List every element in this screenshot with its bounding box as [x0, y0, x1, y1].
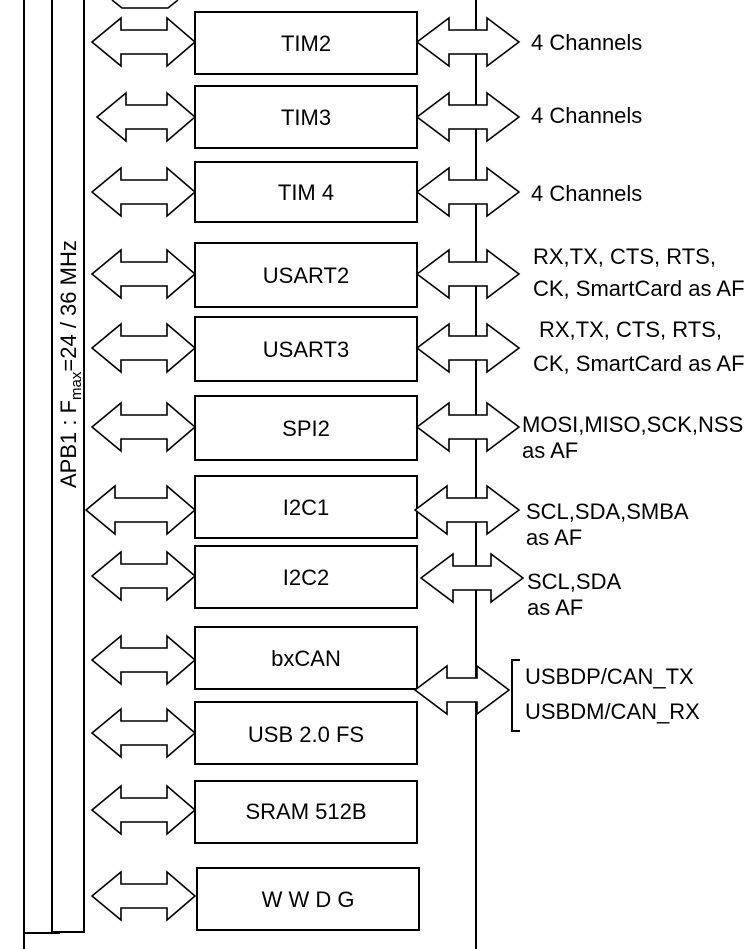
signal-label: as AF [527, 595, 583, 620]
block-label: SRAM 512B [245, 799, 366, 824]
arrow-bxcan-usb-pins [413, 664, 511, 716]
arrow-bus-usart3 [90, 322, 197, 374]
arrow-bus-tim3 [95, 91, 197, 143]
block-bxcan: bxCAN [194, 626, 418, 690]
arrow-usart3-pins [415, 322, 521, 374]
block-label: I2C2 [283, 565, 329, 590]
signal-label: SCL,SDA,SMBA [526, 499, 689, 524]
block-i2c2: I2C2 [194, 545, 418, 609]
arrow-tim2-pins [415, 16, 521, 68]
block-tim2: TIM2 [194, 11, 418, 75]
block-wwdg: W W D G [196, 867, 420, 931]
signal-label: RX,TX, CTS, RTS, [533, 244, 716, 269]
signal-label: CK, SmartCard as AF [533, 276, 745, 301]
arrow-bus-tim2 [90, 16, 197, 68]
block-i2c1: I2C1 [194, 475, 418, 539]
arrow-bus-bxcan [90, 634, 197, 686]
signal-label: 4 Channels [531, 181, 642, 206]
arrow-bus-wwdg [90, 870, 197, 922]
arrow-bus-sram [90, 784, 197, 836]
shared-pin-label: USBDP/CAN_TX [525, 664, 694, 689]
signal-label: as AF [526, 525, 582, 550]
signal-label: SCL,SDA [527, 569, 621, 594]
block-label: TIM2 [281, 31, 331, 56]
block-usart3: USART3 [194, 316, 418, 382]
block-label: USART2 [263, 263, 349, 288]
signal-label: 4 Channels [531, 30, 642, 55]
arrow-bus-usart2 [90, 248, 197, 300]
partial-top-arrow [111, 0, 179, 9]
block-usart2: USART2 [194, 242, 418, 308]
apb1-bus-bar [51, 0, 85, 933]
block-label: SPI2 [282, 416, 330, 441]
signal-label: 4 Channels [531, 103, 642, 128]
arrow-bus-i2c1 [84, 484, 197, 536]
block-label: USART3 [263, 337, 349, 362]
block-sram: SRAM 512B [194, 780, 418, 844]
apb1-bus-label: APB1 : Fmax=24 / 36 MHz [56, 240, 85, 488]
arrow-tim4-pins [415, 166, 521, 218]
arrow-spi2-pins [415, 401, 521, 453]
block-tim4: TIM 4 [194, 161, 418, 223]
block-label: TIM3 [281, 105, 331, 130]
signal-label: CK, SmartCard as AF [533, 351, 745, 376]
arrow-tim3-pins [415, 91, 521, 143]
signal-label: RX,TX, CTS, RTS, [539, 317, 722, 342]
block-tim3: TIM3 [194, 85, 418, 149]
block-label: USB 2.0 FS [248, 722, 364, 747]
block-spi2: SPI2 [194, 395, 418, 461]
arrow-bus-spi2 [90, 401, 197, 453]
shared-pin-label: USBDM/CAN_RX [525, 699, 700, 724]
arrow-bus-i2c2 [90, 550, 197, 602]
block-label: TIM 4 [278, 180, 334, 205]
arrow-bus-usb [90, 707, 197, 759]
shared-pins-bracket [511, 659, 520, 732]
block-label: bxCAN [271, 646, 341, 671]
signal-label: as AF [522, 438, 578, 463]
block-label: I2C1 [283, 495, 329, 520]
arrow-usart2-pins [415, 248, 521, 300]
block-label: W W D G [262, 887, 355, 912]
block-usb: USB 2.0 FS [194, 701, 418, 765]
arrow-i2c1-pins [413, 484, 521, 536]
arrow-bus-tim4 [90, 166, 197, 218]
arrow-i2c2-pins [419, 552, 525, 604]
signal-label: MOSI,MISO,SCK,NSS [522, 412, 743, 437]
